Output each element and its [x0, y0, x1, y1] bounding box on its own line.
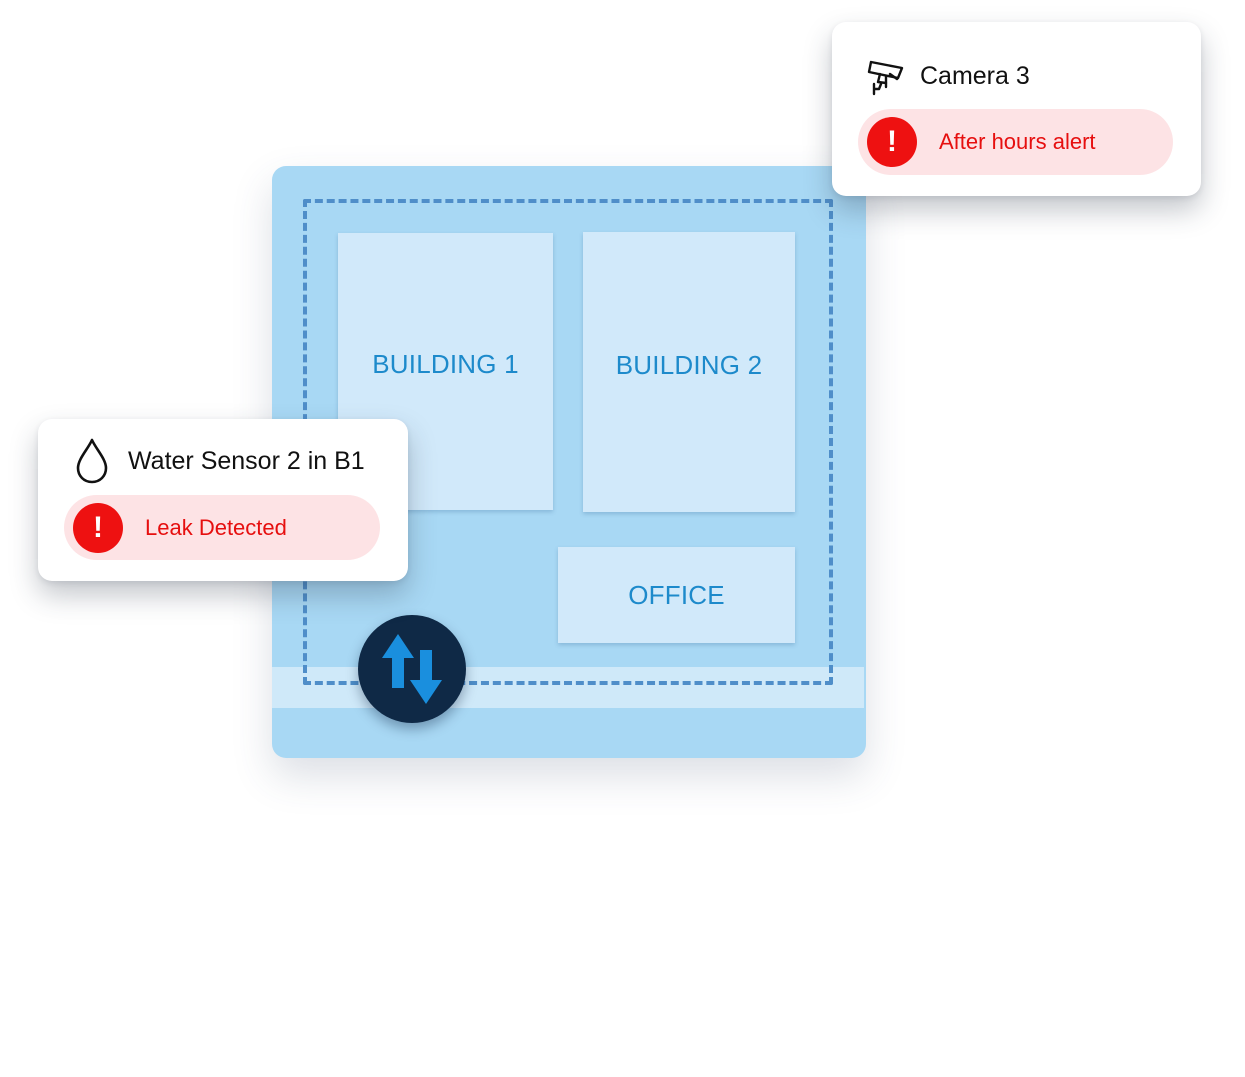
swap-vertical-arrows-icon [382, 634, 442, 704]
zone-building-1[interactable]: BUILDING 1 [338, 233, 553, 510]
swap-button[interactable] [358, 615, 466, 723]
water-card-title: Water Sensor 2 in B1 [128, 446, 365, 475]
camera-alert-status: ! After hours alert [858, 109, 1173, 175]
zone-label-building-2: BUILDING 2 [615, 349, 763, 380]
exclamation-icon: ! [73, 502, 123, 553]
water-alert-text: Leak Detected [145, 514, 287, 540]
water-card-header: Water Sensor 2 in B1 [74, 437, 365, 485]
camera-card-header: Camera 3 [866, 56, 1030, 96]
exclamation-icon: ! [867, 117, 917, 167]
zone-building-2[interactable]: BUILDING 2 [583, 232, 795, 512]
water-alert-status: ! Leak Detected [64, 495, 380, 560]
zone-label-building-1: BUILDING 1 [372, 349, 519, 379]
security-camera-icon [867, 60, 904, 96]
water-sensor-alert-card[interactable]: Water Sensor 2 in B1 ! Leak Detected [38, 419, 408, 581]
camera-alert-text: After hours alert [939, 129, 1096, 154]
zone-office[interactable]: OFFICE [558, 547, 795, 643]
water-drop-icon [76, 438, 108, 484]
site-map: BUILDING 1 BUILDING 2 OFFICE [272, 166, 866, 758]
zone-label-office: OFFICE [628, 579, 725, 610]
camera-alert-card[interactable]: Camera 3 ! After hours alert [832, 22, 1201, 196]
camera-card-title: Camera 3 [920, 61, 1030, 90]
